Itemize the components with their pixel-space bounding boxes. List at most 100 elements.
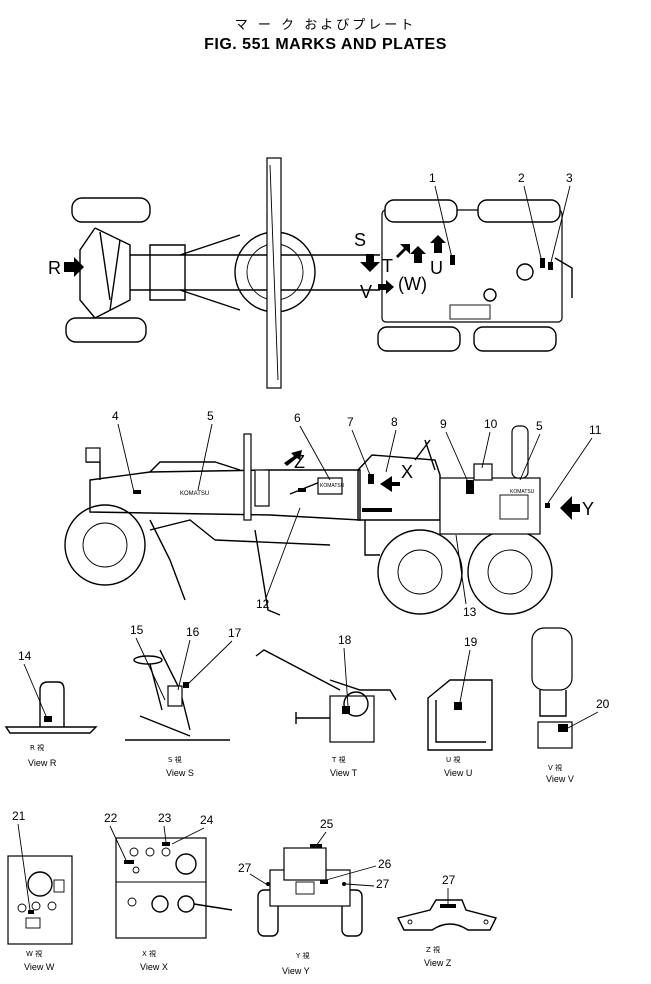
callout-3: 3 bbox=[566, 171, 573, 185]
caption-S-kanji: S 視 bbox=[168, 755, 182, 764]
plate-icon bbox=[124, 860, 134, 864]
callout-18: 18 bbox=[338, 633, 352, 647]
arrow-icon bbox=[430, 235, 446, 253]
callout-16: 16 bbox=[186, 625, 200, 639]
arrow-icon bbox=[360, 254, 380, 272]
tire-icon bbox=[71, 197, 151, 223]
plate-icon bbox=[28, 910, 34, 914]
callout-14: 14 bbox=[18, 649, 32, 663]
callout-10: 10 bbox=[484, 417, 498, 431]
caption-Z-kanji: Z 視 bbox=[426, 945, 440, 954]
caption-W-kanji: W 視 bbox=[26, 949, 42, 958]
plate-icon bbox=[320, 880, 328, 884]
tire-icon bbox=[377, 326, 461, 352]
callout-6: 6 bbox=[294, 411, 301, 425]
view-W-detail: 21 W 視 View W bbox=[7, 809, 73, 972]
caption-S: View S bbox=[166, 768, 194, 778]
callout-23: 23 bbox=[158, 811, 172, 825]
brand-label-front: KOMATSU bbox=[180, 491, 209, 497]
view-T-detail: 18 T 視 View T bbox=[255, 633, 397, 778]
callout-2: 2 bbox=[518, 171, 525, 185]
caption-V-kanji: V 視 bbox=[548, 763, 562, 772]
title-japanese: マ ー ク およびプレート bbox=[234, 18, 417, 33]
tire-icon bbox=[377, 529, 463, 615]
tire-icon bbox=[384, 199, 458, 223]
caption-X-kanji: X 視 bbox=[142, 949, 156, 958]
tire-icon bbox=[477, 199, 561, 223]
top-view-grader: R S T U V (W) 1 2 3 bbox=[48, 157, 573, 389]
callout-4: 4 bbox=[112, 409, 119, 423]
arrow-icon bbox=[560, 496, 580, 520]
callout-5b: 5 bbox=[536, 419, 543, 433]
view-letter-U: U bbox=[430, 258, 443, 278]
callout-27c: 27 bbox=[442, 873, 456, 887]
arrow-icon bbox=[64, 257, 84, 277]
view-R-detail: 14 R 視 View R bbox=[4, 649, 98, 768]
caption-T-kanji: T 視 bbox=[331, 755, 346, 764]
callout-9: 9 bbox=[440, 417, 447, 431]
mini-plate-text: KOMATSU bbox=[320, 483, 345, 489]
view-letter-X: X bbox=[401, 462, 413, 482]
view-letter-Z: Z bbox=[294, 452, 305, 472]
callout-27b: 27 bbox=[376, 877, 390, 891]
tire-icon bbox=[467, 529, 553, 615]
view-X-detail: 22 23 24 X 視 View X bbox=[104, 811, 233, 972]
brand-label-rear: KOMATSU bbox=[510, 489, 535, 495]
callout-7: 7 bbox=[347, 415, 354, 429]
view-S-detail: 15 16 17 S 視 View S bbox=[125, 623, 242, 778]
view-letter-W: (W) bbox=[398, 274, 427, 294]
view-letter-Y: Y bbox=[582, 499, 594, 519]
callout-20: 20 bbox=[596, 697, 610, 711]
side-view-grader: KOMATSU KOMATSU KOMATSU Z X Y 4 bbox=[64, 409, 602, 619]
view-U-detail: 19 U 視 View U bbox=[427, 635, 493, 778]
callout-17: 17 bbox=[228, 626, 242, 640]
caption-R-kanji: R 視 bbox=[30, 743, 44, 752]
arrow-icon bbox=[410, 246, 426, 263]
caption-U-kanji: U 視 bbox=[446, 755, 460, 764]
view-V-detail: 20 V 視 View V bbox=[531, 627, 610, 784]
view-letter-V: V bbox=[360, 282, 372, 302]
callout-27a: 27 bbox=[238, 861, 252, 875]
caption-X: View X bbox=[140, 962, 168, 972]
caption-Y: View Y bbox=[282, 966, 310, 976]
callout-11: 11 bbox=[589, 423, 602, 437]
callout-5: 5 bbox=[207, 409, 214, 423]
plate-icon bbox=[162, 842, 170, 846]
plate-icon bbox=[44, 716, 52, 722]
view-Z-detail: 27 Z 視 View Z bbox=[396, 873, 498, 968]
arrow-icon bbox=[284, 450, 302, 466]
plate-icon bbox=[440, 904, 456, 908]
arrow-icon bbox=[396, 244, 410, 258]
callout-19: 19 bbox=[464, 635, 478, 649]
arrow-icon bbox=[380, 476, 400, 492]
view-letter-R: R bbox=[48, 258, 61, 278]
callout-25: 25 bbox=[320, 817, 334, 831]
caption-W: View W bbox=[24, 962, 55, 972]
caption-R: View R bbox=[28, 758, 57, 768]
plate-icon bbox=[342, 706, 350, 714]
view-letter-T: T bbox=[382, 256, 393, 276]
caption-Z: View Z bbox=[424, 958, 452, 968]
plate-icon bbox=[454, 702, 462, 710]
callout-12: 12 bbox=[256, 597, 270, 611]
tire-icon bbox=[64, 504, 146, 586]
caption-U: View U bbox=[444, 768, 472, 778]
callout-1: 1 bbox=[429, 171, 436, 185]
view-letter-S: S bbox=[354, 230, 366, 250]
callout-13: 13 bbox=[463, 605, 477, 619]
caption-Y-kanji: Y 視 bbox=[295, 951, 310, 960]
callout-15: 15 bbox=[130, 623, 144, 637]
callout-8: 8 bbox=[391, 415, 398, 429]
tire-icon bbox=[473, 326, 557, 352]
view-Y-detail: 25 26 27 27 Y 視 View Y bbox=[238, 817, 392, 976]
callout-26: 26 bbox=[378, 857, 392, 871]
plate-icon bbox=[558, 724, 568, 732]
arrow-icon bbox=[378, 280, 394, 294]
callout-24: 24 bbox=[200, 813, 214, 827]
callout-22: 22 bbox=[104, 811, 118, 825]
figure-title: FIG. 551 MARKS AND PLATES bbox=[204, 36, 447, 53]
tire-icon bbox=[65, 317, 147, 343]
plate-icon bbox=[183, 682, 189, 688]
caption-T: View T bbox=[330, 768, 358, 778]
